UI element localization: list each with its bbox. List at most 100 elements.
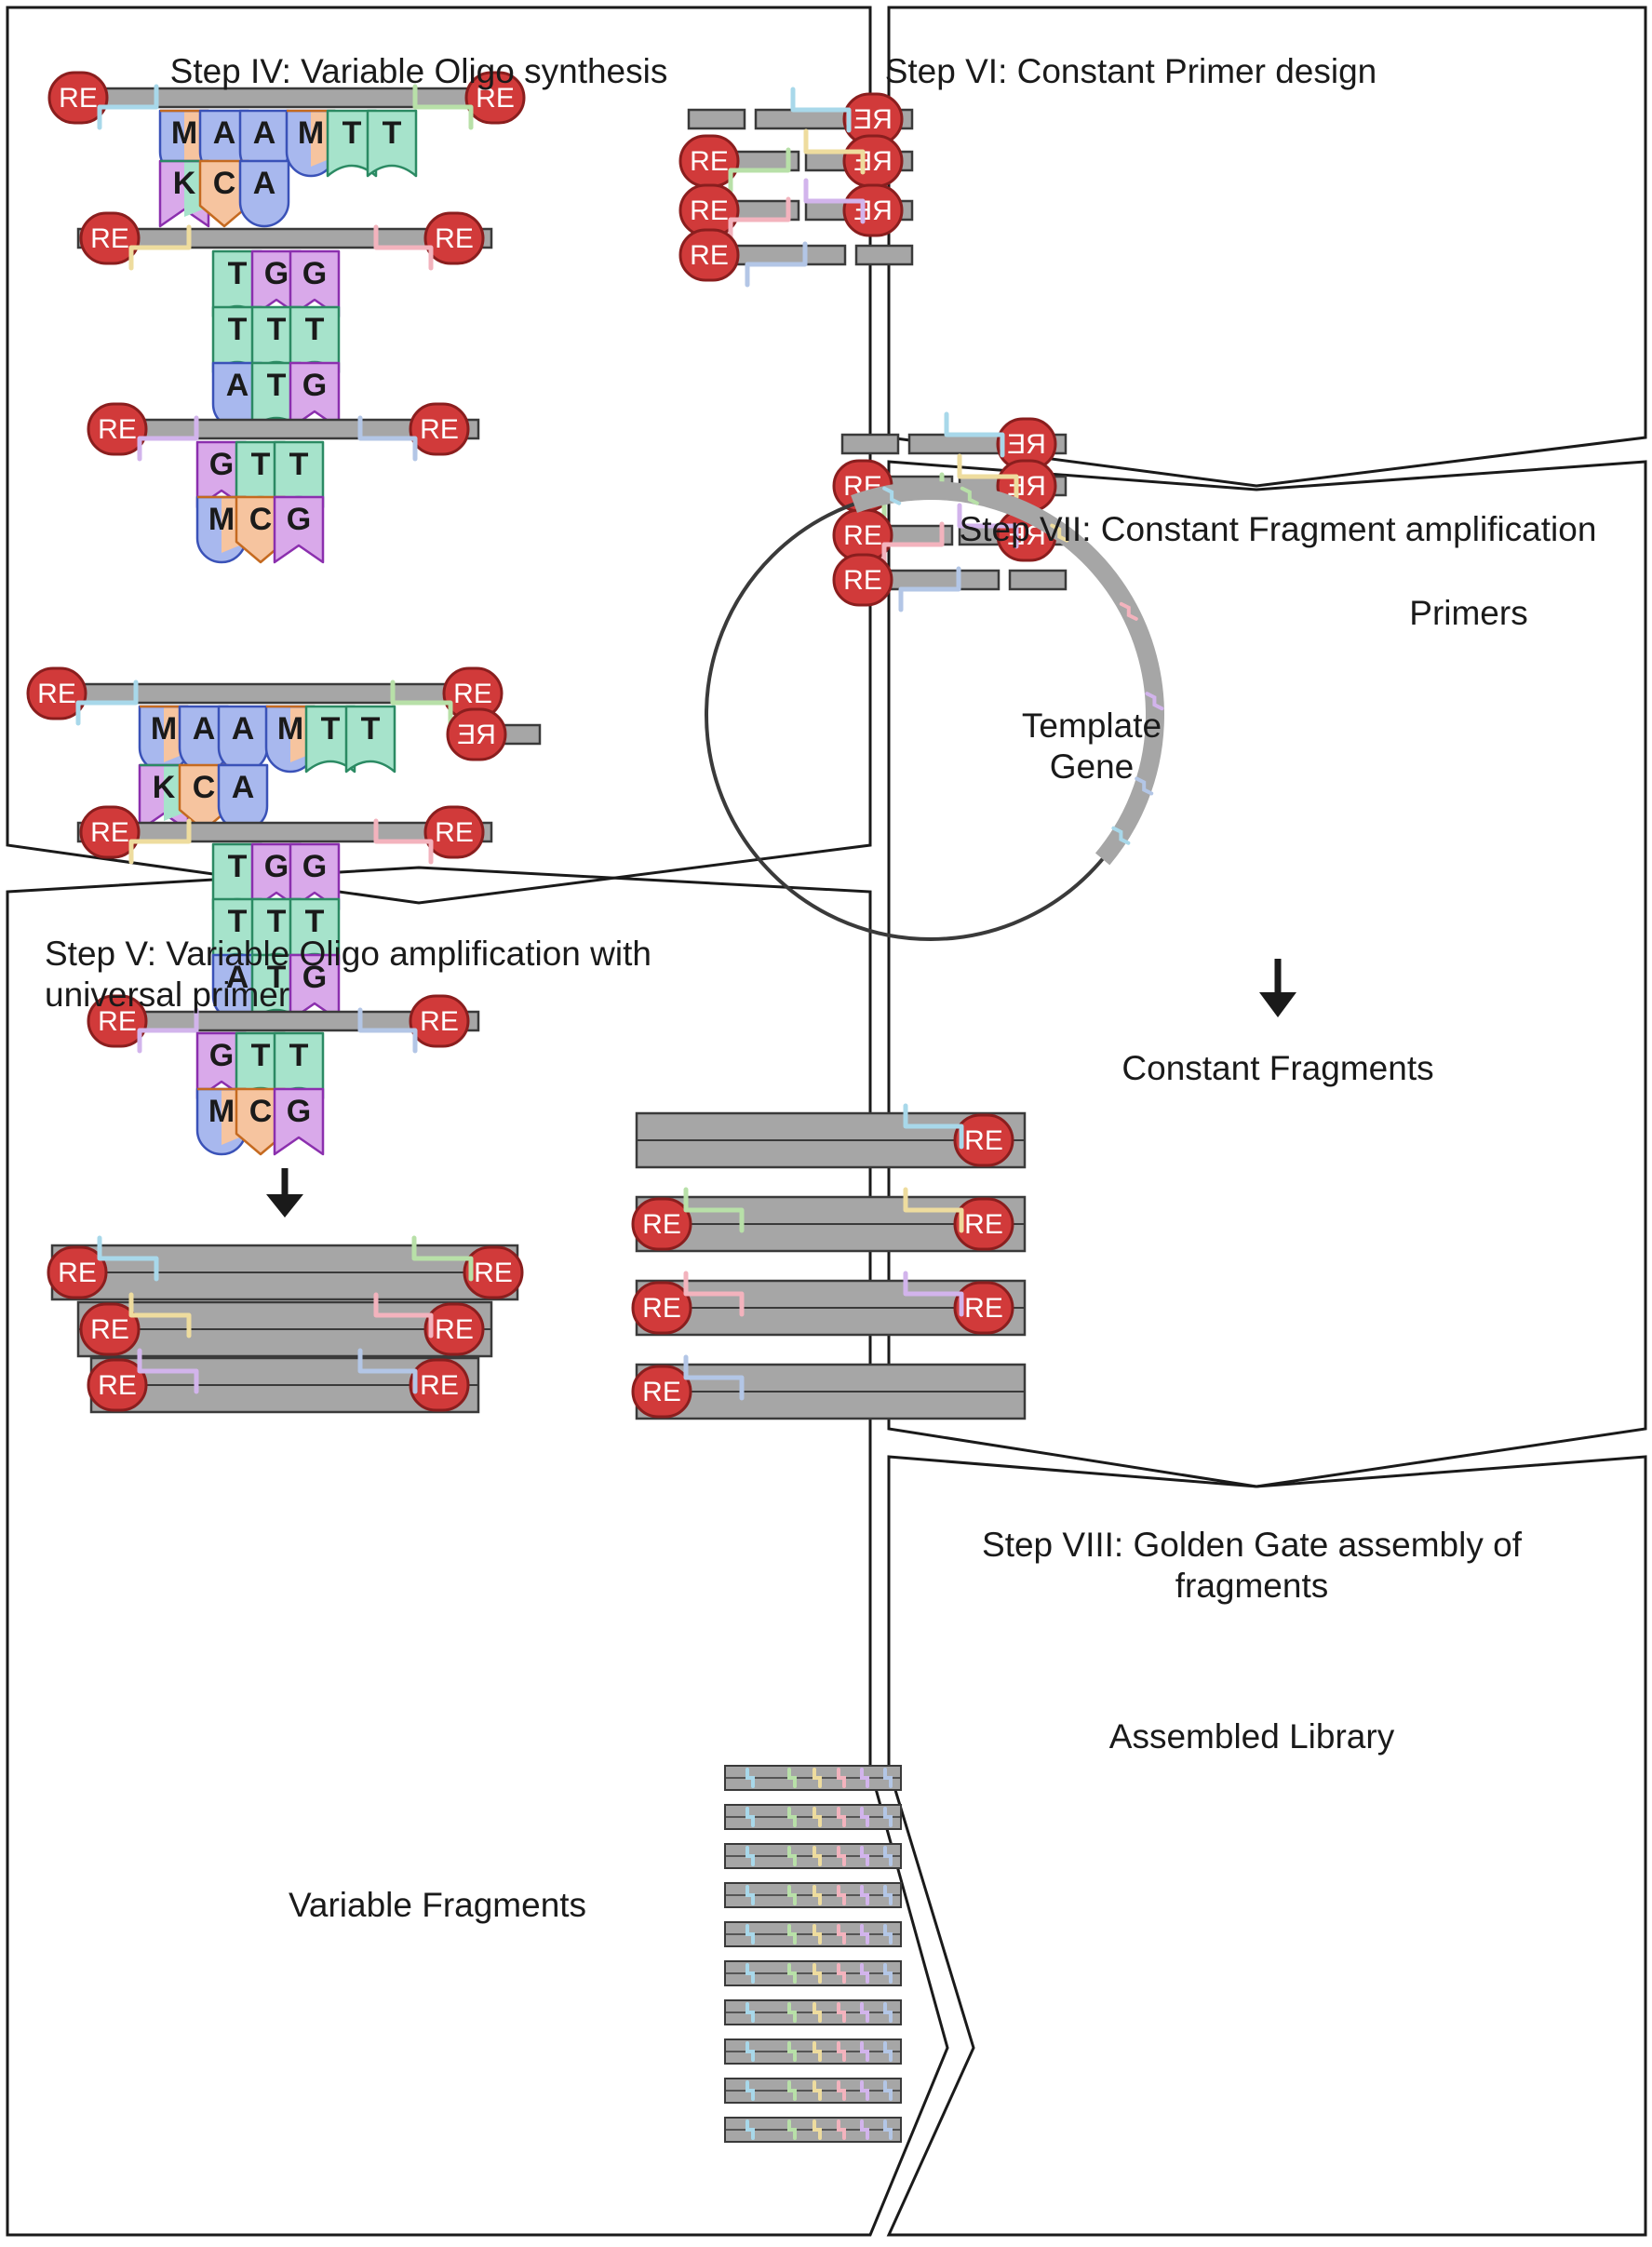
nucleotide-letter: G — [209, 1038, 234, 1073]
nucleotide-letter: A — [232, 770, 255, 805]
re-label: RE — [98, 1006, 137, 1037]
nucleotide-A: A — [217, 705, 269, 774]
library-junction — [787, 2041, 797, 2062]
library-junction — [883, 2002, 893, 2023]
primer-overhang — [903, 1103, 964, 1150]
primer-overhang — [412, 84, 474, 130]
library-junction — [745, 2119, 755, 2140]
nucleotide-letter: T — [228, 256, 248, 291]
restriction-enzyme-site: RE — [47, 71, 109, 125]
library-junction — [860, 1846, 869, 1866]
nucleotide-G: G — [195, 1031, 248, 1100]
nucleotide-letter: T — [305, 904, 325, 939]
library-junction — [837, 1846, 846, 1866]
restriction-enzyme-site: RE — [842, 183, 904, 237]
re-blob — [464, 71, 526, 125]
nucleotide-M: M — [285, 109, 337, 178]
nucleotide-body — [273, 495, 325, 564]
plasmid-primer-site — [882, 486, 902, 505]
restriction-enzyme-site: RE — [463, 1245, 524, 1299]
restriction-enzyme-site: RE — [953, 1281, 1014, 1335]
step-viii-title-line2: fragments — [1175, 1567, 1329, 1605]
re-label: RE — [964, 1125, 1003, 1156]
re-blob — [953, 1197, 1014, 1251]
library-junction — [860, 1768, 869, 1788]
library-junction — [837, 1885, 846, 1905]
re-blob — [409, 402, 470, 456]
arrow-head — [1259, 992, 1296, 1017]
primer-overhang — [137, 1348, 199, 1394]
restriction-enzyme-site: RE — [842, 92, 904, 146]
nucleotide-letter: T — [342, 115, 362, 151]
primer-overhang — [803, 128, 866, 175]
nucleotide-body — [304, 705, 356, 774]
library-junction — [813, 2119, 822, 2140]
nucleotide-M: M — [264, 705, 316, 774]
nucleotide-body — [273, 1087, 325, 1156]
library-junction — [837, 1963, 846, 1984]
primer-overhang — [683, 1271, 745, 1317]
nucleotide-letter: A — [226, 960, 249, 995]
variable-fragments-label: Variable Fragments — [289, 1886, 586, 1924]
nucleotide-A: A — [217, 763, 269, 832]
template-gene-label-line1: Template — [1022, 706, 1162, 745]
re-label: RE — [90, 223, 129, 254]
library-junction — [860, 1807, 869, 1827]
re-blob — [631, 1197, 692, 1251]
nucleotide-C: C — [235, 1087, 287, 1156]
oligo-bar — [840, 433, 900, 455]
library-junction — [745, 2041, 755, 2062]
library-junction — [787, 2002, 797, 2023]
nucleotide-body — [366, 109, 418, 178]
re-blob — [87, 994, 148, 1048]
library-junction — [745, 1963, 755, 1984]
restriction-enzyme-site: RE — [409, 402, 470, 456]
primer-overhang — [390, 679, 453, 726]
primer-overhang — [97, 84, 159, 130]
library-junction — [787, 1963, 797, 1984]
step-vi-title: Step VI: Constant Primer design — [885, 52, 1377, 90]
primer-overhang — [745, 241, 808, 288]
restriction-enzyme-site: RE — [47, 1245, 108, 1299]
nucleotide-letter: T — [267, 904, 287, 939]
nucleotide-letter: G — [264, 849, 289, 884]
library-junction — [883, 1768, 893, 1788]
nucleotide-letter: G — [302, 849, 327, 884]
restriction-enzyme-site: RE — [953, 1197, 1014, 1251]
re-blob — [409, 1358, 470, 1412]
nucleotide-letter: T — [251, 447, 271, 482]
library-junction — [860, 2080, 869, 2101]
nucleotide-letter: A — [193, 711, 216, 747]
re-label: RE — [690, 240, 729, 271]
panel-step-viii — [886, 1455, 1647, 2237]
nucleotide-letter: M — [277, 711, 303, 747]
re-blob — [423, 1302, 485, 1356]
primer-overhang — [411, 1235, 474, 1282]
re-blob — [842, 183, 904, 237]
restriction-enzyme-site: RE — [996, 417, 1057, 471]
restriction-enzyme-site: RE — [87, 1358, 148, 1412]
nucleotide-letter: M — [208, 502, 235, 537]
restriction-enzyme-site: RE — [842, 134, 904, 188]
plasmid-primer-site — [1119, 601, 1138, 621]
nucleotide-T: T — [366, 109, 418, 178]
nucleotide-letter: A — [213, 115, 236, 151]
re-label: RE — [843, 520, 882, 551]
nucleotide-letter: A — [232, 711, 255, 747]
nucleotide-letter: T — [228, 904, 248, 939]
constant-fragments-label: Constant Fragments — [1121, 1049, 1433, 1087]
nucleotide-body — [238, 159, 290, 228]
nucleotide-letter: G — [302, 256, 327, 291]
library-junction — [883, 1885, 893, 1905]
step-vii-title: Step VII: Constant Fragment amplificatio… — [960, 510, 1597, 548]
re-label: RE — [420, 414, 459, 445]
gene-insert-arc — [851, 481, 1165, 866]
panel-texts: Step IV: Variable Oligo synthesis Step V… — [45, 52, 1596, 1924]
nucleotide-letter: C — [213, 166, 236, 201]
nucleotide-letter: G — [302, 960, 327, 995]
nucleotide-letter: T — [305, 312, 325, 347]
nucleotide-G: G — [273, 495, 325, 564]
library-junction — [745, 2002, 755, 2023]
plasmid-primer-site — [960, 486, 979, 505]
nucleotide-G: G — [289, 361, 341, 430]
